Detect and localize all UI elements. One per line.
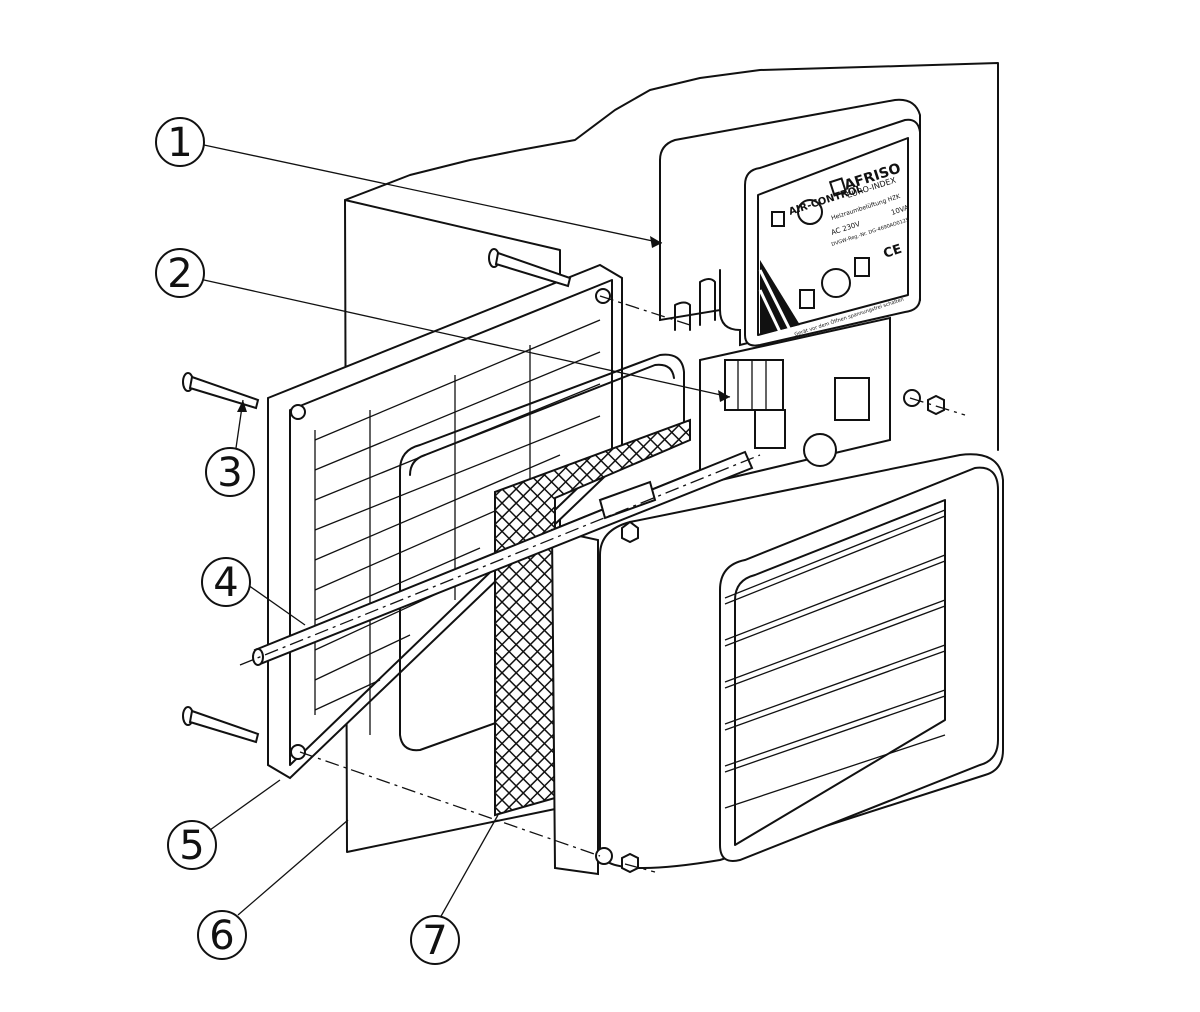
leader-6 <box>237 819 349 916</box>
terminal-board <box>699 316 891 487</box>
leader-5 <box>209 779 281 831</box>
leader-7 <box>439 814 499 919</box>
callout-3: 3 <box>205 447 255 497</box>
callout-number: 6 <box>209 913 234 959</box>
wall-panel <box>344 62 999 451</box>
screw-bottom <box>182 706 260 744</box>
filter-mesh <box>494 418 691 817</box>
callout-number: 7 <box>422 918 447 964</box>
screw-back <box>488 248 572 288</box>
callout-number: 2 <box>167 251 192 297</box>
screw-top <box>182 372 260 410</box>
callout-number: 5 <box>179 823 204 869</box>
nut-bottom <box>595 847 639 874</box>
rod <box>239 450 761 666</box>
callout-number: 4 <box>213 560 238 606</box>
callout-7: 7 <box>410 915 460 965</box>
callout-1: 1 <box>155 117 205 167</box>
fan-housing <box>599 453 1004 869</box>
leader-4 <box>247 584 306 626</box>
nut-right <box>903 389 945 416</box>
callout-number: 3 <box>217 450 242 496</box>
control-unit: AFRISO EURO-INDEX AIR-CONTROL Heizraumbe… <box>659 98 921 347</box>
ce-mark: CE <box>882 242 904 262</box>
leader-1 <box>203 144 663 244</box>
callout-4: 4 <box>201 557 251 607</box>
callout-2: 2 <box>155 248 205 298</box>
nut-left <box>621 520 639 544</box>
leader-2 <box>203 279 731 398</box>
callout-6: 6 <box>197 910 247 960</box>
callout-5: 5 <box>167 820 217 870</box>
mounting-base-plate <box>550 528 599 876</box>
callout-number: 1 <box>167 120 192 166</box>
wall-opening <box>399 353 685 752</box>
